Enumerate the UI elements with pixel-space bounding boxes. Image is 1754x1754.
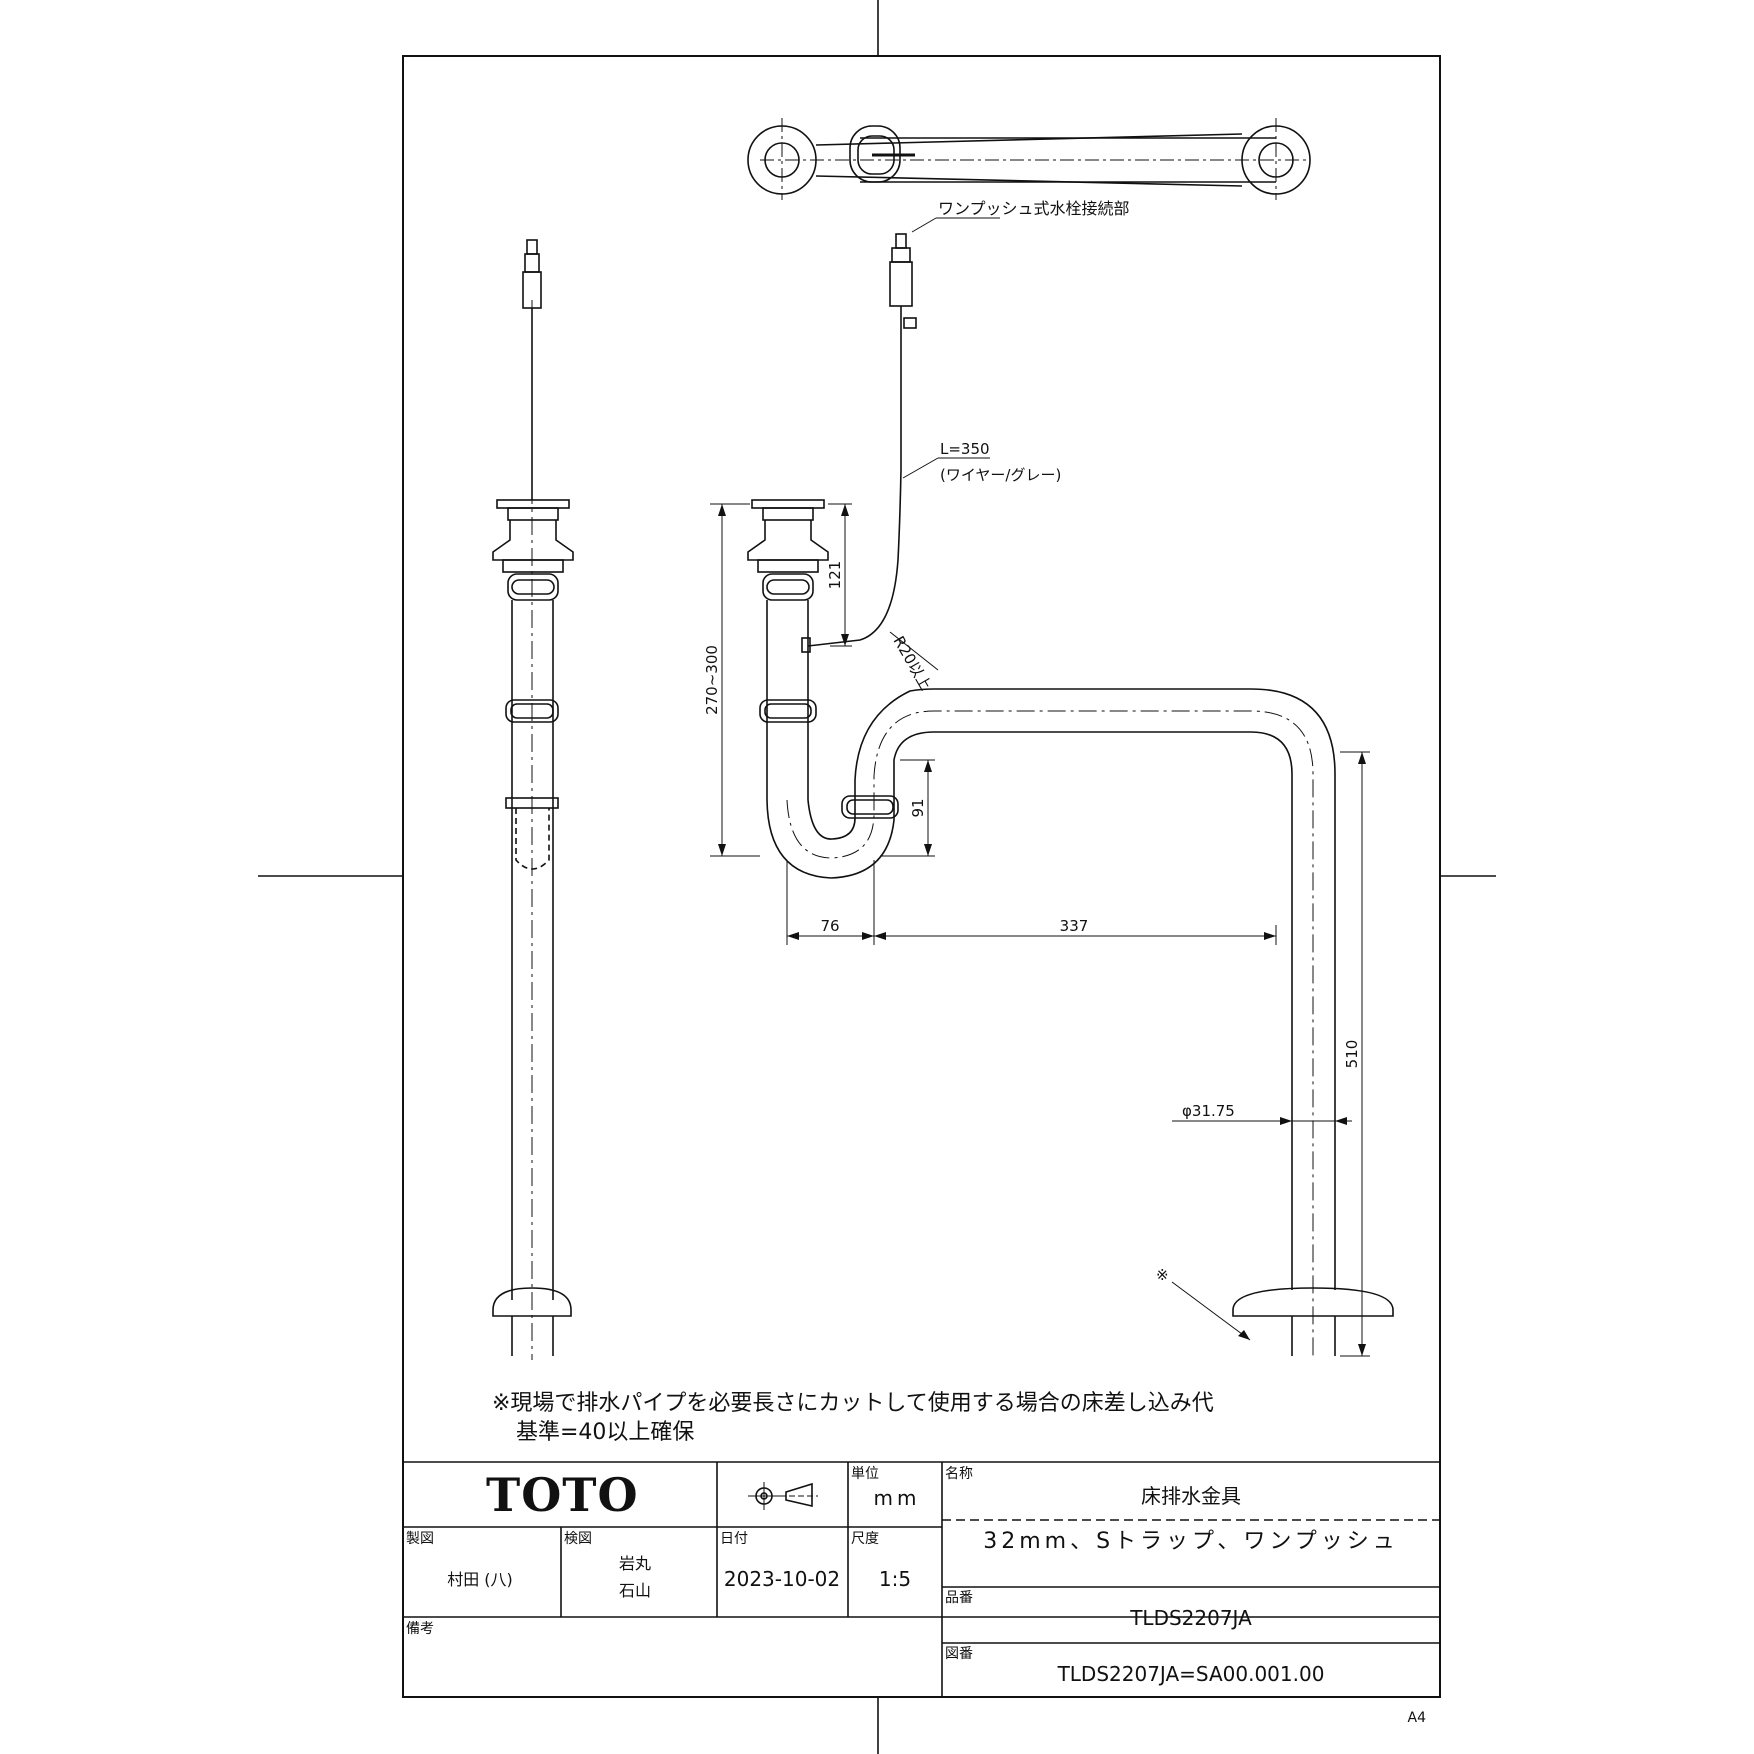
note-line-1: ※現場で排水パイプを必要長さにカットして使用する場合の床差し込み代 xyxy=(492,1391,1214,1416)
top-view xyxy=(747,118,1311,200)
checked-label: 検図 xyxy=(564,1531,592,1547)
note-line-2: 基準=40以上確保 xyxy=(516,1420,694,1445)
dim-diameter: φ31.75 xyxy=(1182,1102,1235,1120)
checked-value-2: 石山 xyxy=(619,1581,651,1600)
name-label: 名称 xyxy=(945,1466,973,1482)
wire-description-label: (ワイヤー/グレー) xyxy=(940,466,1061,484)
drawn-label: 製図 xyxy=(406,1531,434,1547)
drawing-number-value: TLDS2207JA=SA00.001.00 xyxy=(1057,1662,1325,1686)
spec-value: 32mm、Sトラップ、ワンプッシュ xyxy=(983,1529,1399,1554)
part-label: 品番 xyxy=(945,1590,973,1606)
name-value: 床排水金具 xyxy=(1141,1484,1241,1508)
remarks-label: 備考 xyxy=(406,1621,434,1637)
scale-value: 1:5 xyxy=(879,1567,911,1591)
drawing-frame xyxy=(402,55,1441,1698)
checked-value-1: 岩丸 xyxy=(619,1554,651,1573)
side-view xyxy=(492,239,574,1360)
date-label: 日付 xyxy=(720,1531,748,1547)
dim-radius: R20以上 xyxy=(890,633,935,694)
part-value: TLDS2207JA xyxy=(1129,1606,1252,1630)
wire-length-label: L=350 xyxy=(940,440,990,458)
title-block xyxy=(403,1461,1440,1697)
dimension-lines xyxy=(710,217,1370,1357)
dim-76: 76 xyxy=(820,917,839,935)
front-view xyxy=(747,233,1394,1360)
connector-label: ワンプッシュ式水栓接続部 xyxy=(938,199,1130,218)
paper-size: A4 xyxy=(1408,1710,1427,1726)
projection-symbol-icon xyxy=(748,1482,818,1510)
dim-510: 510 xyxy=(1343,1040,1361,1069)
dim-121: 121 xyxy=(826,561,844,590)
scale-label: 尺度 xyxy=(851,1531,879,1547)
asterisk-mark: ※ xyxy=(1156,1266,1169,1284)
dim-91: 91 xyxy=(909,798,927,817)
date-value: 2023-10-02 xyxy=(724,1567,840,1591)
toto-logo: TOTO xyxy=(486,1468,639,1522)
dim-337: 337 xyxy=(1060,917,1089,935)
unit-label: 単位 xyxy=(851,1466,879,1482)
unit-value: mm xyxy=(874,1486,921,1510)
dim-270-300: 270~300 xyxy=(703,645,721,715)
dimension-arrows xyxy=(718,504,1366,1356)
drawing-number-label: 図番 xyxy=(945,1646,973,1662)
drawn-value: 村田 (八) xyxy=(447,1570,513,1589)
